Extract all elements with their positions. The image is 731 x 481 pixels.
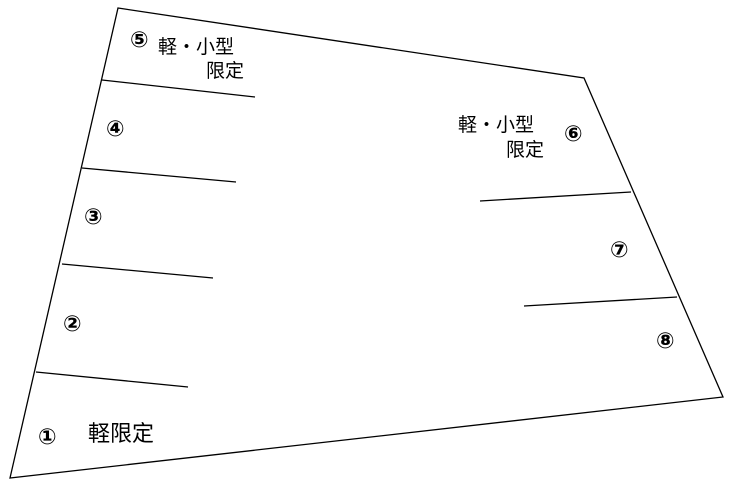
space-number-2: ②: [63, 312, 82, 337]
divider-3-2: [61, 263, 214, 279]
lot-outline: [9, 7, 724, 479]
space-note-6-line2: 限定: [506, 139, 545, 161]
divider-4-3: [81, 167, 237, 183]
space-note-6-line1: 軽・小型: [458, 114, 535, 136]
space-number-3: ③: [84, 205, 103, 230]
space-number-6: ⑥: [564, 122, 583, 147]
space-number-1: ①: [38, 425, 57, 450]
space-note-5-line1: 軽・小型: [158, 36, 235, 58]
divider-5-4: [101, 79, 256, 98]
divider-7-8: [523, 296, 678, 307]
space-note-1: 軽限定: [88, 422, 155, 447]
space-number-8: ⑧: [656, 329, 675, 354]
space-note-5-line2: 限定: [206, 60, 245, 82]
space-number-4: ④: [106, 117, 125, 142]
space-number-5: ⑤: [130, 28, 149, 53]
space-number-7: ⑦: [610, 238, 629, 263]
divider-6-7: [479, 191, 632, 202]
divider-2-1: [35, 371, 189, 388]
